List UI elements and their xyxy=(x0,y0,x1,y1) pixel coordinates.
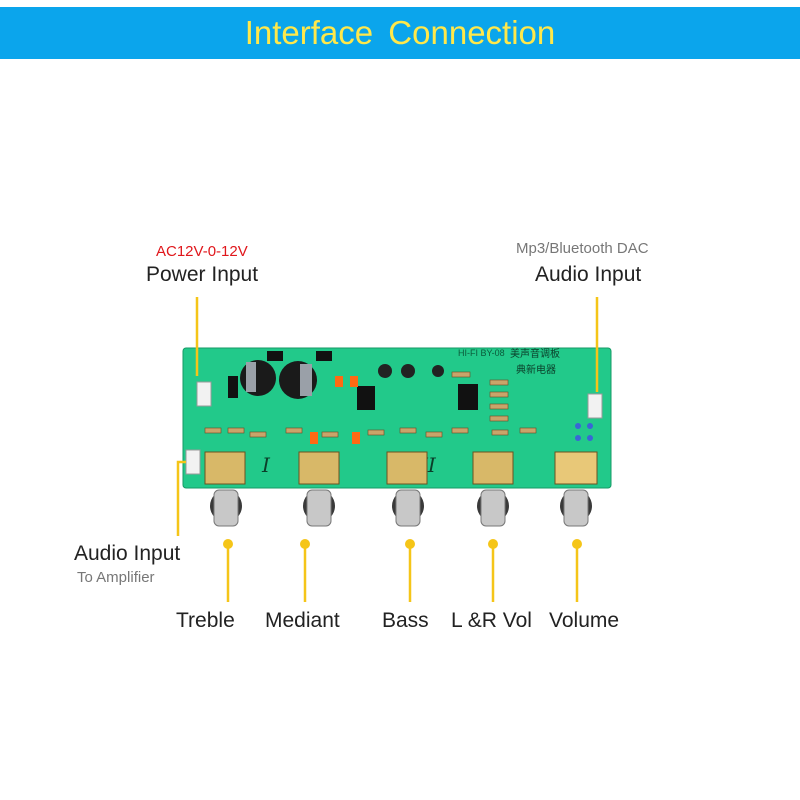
channel-mark-i: I xyxy=(261,453,271,477)
dac-source-label: Mp3/Bluetooth DAC xyxy=(516,240,649,257)
board-model: HI-FI BY-08 xyxy=(458,348,505,358)
audio-input-right-label: Audio Input xyxy=(535,263,642,286)
header-banner xyxy=(0,7,800,59)
power-spec-label: AC12V-0-12V xyxy=(156,243,248,260)
audio-in-connector xyxy=(587,393,603,419)
ic-chip xyxy=(458,384,478,410)
potentiometer-mediant xyxy=(298,451,340,527)
page-title: Interface Connection xyxy=(244,14,556,51)
resistor-row xyxy=(204,371,537,438)
power-connector xyxy=(196,381,212,407)
to-amplifier-label: To Amplifier xyxy=(77,569,155,586)
audio-out-connector xyxy=(185,449,201,475)
ic-chip xyxy=(357,386,375,410)
potentiometer-volume xyxy=(554,451,598,527)
power-input-label: Power Input xyxy=(146,263,259,286)
board-name-cn: 美声音调板 xyxy=(510,347,560,360)
knob-label-lr-vol: L &R Vol xyxy=(451,609,532,632)
leader-dots xyxy=(223,539,582,549)
audio-input-left-label: Audio Input xyxy=(74,542,181,565)
potentiometer-bass xyxy=(386,451,428,527)
regulator xyxy=(228,376,238,398)
potentiometer-lr-vol xyxy=(472,451,514,527)
knob-label-volume: Volume xyxy=(549,609,620,632)
board-brand-cn: 典新电器 xyxy=(516,363,556,376)
knob-label-bass: Bass xyxy=(382,609,429,632)
leader-lines xyxy=(176,297,599,602)
knob-label-mediant: Mediant xyxy=(265,609,340,632)
potentiometer-treble xyxy=(204,451,246,527)
capacitor-group xyxy=(240,351,444,399)
knob-label-treble: Treble xyxy=(176,609,235,632)
